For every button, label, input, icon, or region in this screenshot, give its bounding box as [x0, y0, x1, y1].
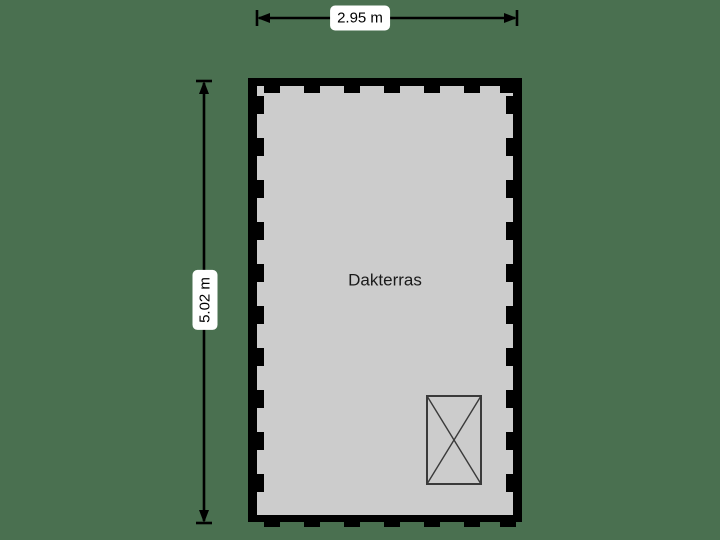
dimension-height-arrow-top	[199, 81, 209, 94]
wall-notch-bottom	[264, 522, 280, 527]
wall-notch-top	[304, 86, 320, 93]
roof-hatch-diagonal	[426, 395, 482, 485]
wall-notch-left	[257, 180, 264, 198]
wall-notch-bottom	[384, 522, 400, 527]
wall-notch-right	[506, 96, 513, 114]
wall-notch-top	[264, 86, 280, 93]
dimension-height-arrow-bottom	[199, 510, 209, 523]
wall-notch-bottom	[464, 522, 480, 527]
wall-notch-bottom	[500, 522, 516, 527]
wall-notch-right	[506, 348, 513, 366]
dimension-width-arrow-left	[257, 13, 270, 23]
dimension-label-height: 5.02 m	[192, 270, 218, 330]
wall-notch-top	[344, 86, 360, 93]
wall-notch-right	[506, 306, 513, 324]
wall-notch-right	[506, 390, 513, 408]
wall-notch-bottom	[304, 522, 320, 527]
wall-notch-left	[257, 306, 264, 324]
wall-notch-left	[257, 390, 264, 408]
wall-notch-right	[506, 474, 513, 492]
room-interior-dakterras[interactable]	[248, 78, 522, 522]
wall-notch-top	[464, 86, 480, 93]
wall-notch-left	[257, 138, 264, 156]
wall-notch-top	[384, 86, 400, 93]
roof-hatch-outline	[426, 395, 482, 485]
wall-top	[248, 78, 522, 86]
wall-bottom	[248, 515, 522, 522]
wall-notch-right	[506, 180, 513, 198]
wall-notch-bottom	[424, 522, 440, 527]
wall-notch-top	[424, 86, 440, 93]
room-walls	[248, 78, 522, 527]
wall-notch-right	[506, 222, 513, 240]
wall-notch-right	[506, 138, 513, 156]
wall-notch-left	[257, 264, 264, 282]
wall-notch-left	[257, 348, 264, 366]
wall-notch-left	[257, 96, 264, 114]
wall-notch-bottom	[344, 522, 360, 527]
wall-notch-left	[257, 432, 264, 450]
dimension-label-width: 2.95 m	[330, 5, 390, 31]
room-label: Dakterras	[348, 270, 422, 290]
wall-notch-top	[500, 86, 516, 93]
wall-notch-right	[506, 264, 513, 282]
wall-notch-left	[257, 222, 264, 240]
wall-notch-left	[257, 474, 264, 492]
roof-hatch-fixture[interactable]	[426, 395, 482, 485]
dimension-width-arrow-right	[504, 13, 517, 23]
wall-left	[248, 78, 257, 522]
wall-right	[513, 78, 522, 522]
wall-notch-right	[506, 432, 513, 450]
